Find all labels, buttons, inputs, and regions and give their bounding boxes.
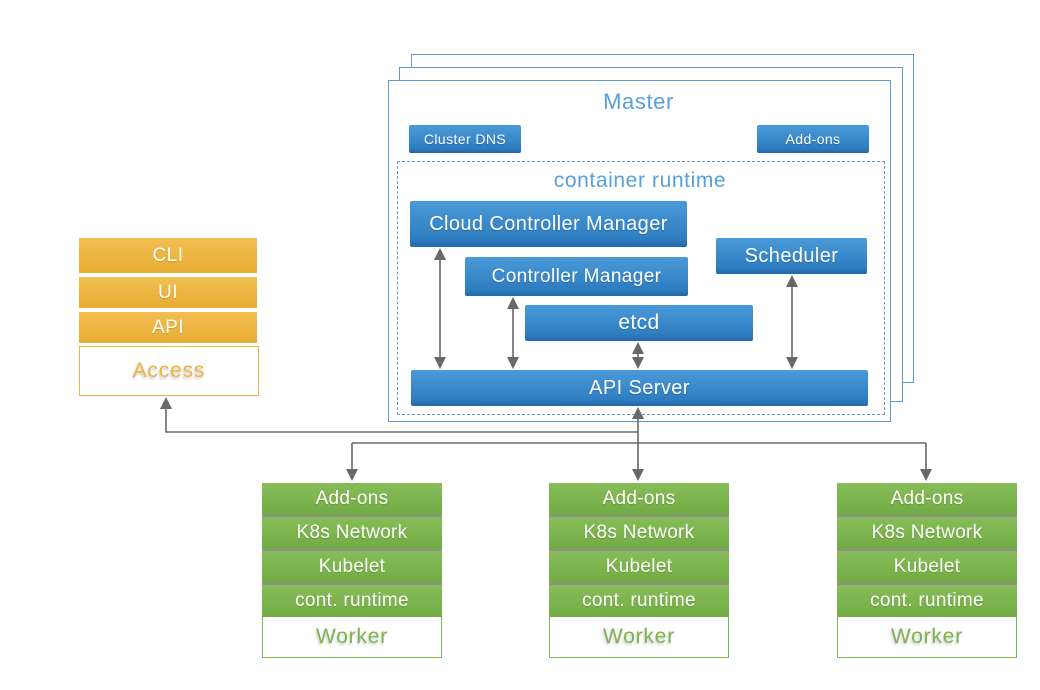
addons-master-box: Add-ons bbox=[757, 125, 869, 153]
worker-row-kubelet: Kubelet bbox=[262, 551, 442, 583]
worker-row-cont-runtime: cont. runtime bbox=[549, 585, 729, 617]
worker-label: Worker bbox=[549, 617, 729, 658]
worker-row-cont-runtime: cont. runtime bbox=[262, 585, 442, 617]
controller-manager-box: Controller Manager bbox=[465, 257, 688, 296]
worker-label: Worker bbox=[262, 617, 442, 658]
row-divider bbox=[549, 515, 729, 517]
ui-box: UI bbox=[79, 277, 257, 308]
worker-row-k8s-network: K8s Network bbox=[837, 517, 1017, 549]
worker-row-kubelet: Kubelet bbox=[837, 551, 1017, 583]
cloud-controller-manager-box: Cloud Controller Manager bbox=[410, 201, 687, 247]
row-divider bbox=[262, 515, 442, 517]
etcd-box: etcd bbox=[525, 305, 753, 341]
row-divider bbox=[549, 549, 729, 551]
worker-row-addons: Add-ons bbox=[262, 483, 442, 515]
row-divider bbox=[262, 549, 442, 551]
row-divider bbox=[262, 583, 442, 585]
row-divider bbox=[837, 583, 1017, 585]
row-divider bbox=[837, 515, 1017, 517]
worker-row-k8s-network: K8s Network bbox=[549, 517, 729, 549]
cluster-dns-box: Cluster DNS bbox=[409, 125, 521, 153]
worker-row-addons: Add-ons bbox=[837, 483, 1017, 515]
api-box: API bbox=[79, 312, 257, 343]
api-server-box: API Server bbox=[411, 370, 868, 406]
worker-row-k8s-network: K8s Network bbox=[262, 517, 442, 549]
worker-node-2: Add-ons K8s Network Kubelet cont. runtim… bbox=[549, 483, 729, 658]
worker-row-cont-runtime: cont. runtime bbox=[837, 585, 1017, 617]
master-title: Master bbox=[603, 89, 674, 114]
container-runtime-title: container runtime bbox=[553, 169, 727, 192]
access-box: Access bbox=[79, 346, 259, 396]
worker-label: Worker bbox=[837, 617, 1017, 658]
worker-row-kubelet: Kubelet bbox=[549, 551, 729, 583]
worker-node-1: Add-ons K8s Network Kubelet cont. runtim… bbox=[262, 483, 442, 658]
row-divider bbox=[837, 549, 1017, 551]
row-divider bbox=[549, 583, 729, 585]
cli-box: CLI bbox=[79, 238, 257, 273]
worker-row-addons: Add-ons bbox=[549, 483, 729, 515]
scheduler-box: Scheduler bbox=[716, 238, 867, 274]
worker-node-3: Add-ons K8s Network Kubelet cont. runtim… bbox=[837, 483, 1017, 658]
